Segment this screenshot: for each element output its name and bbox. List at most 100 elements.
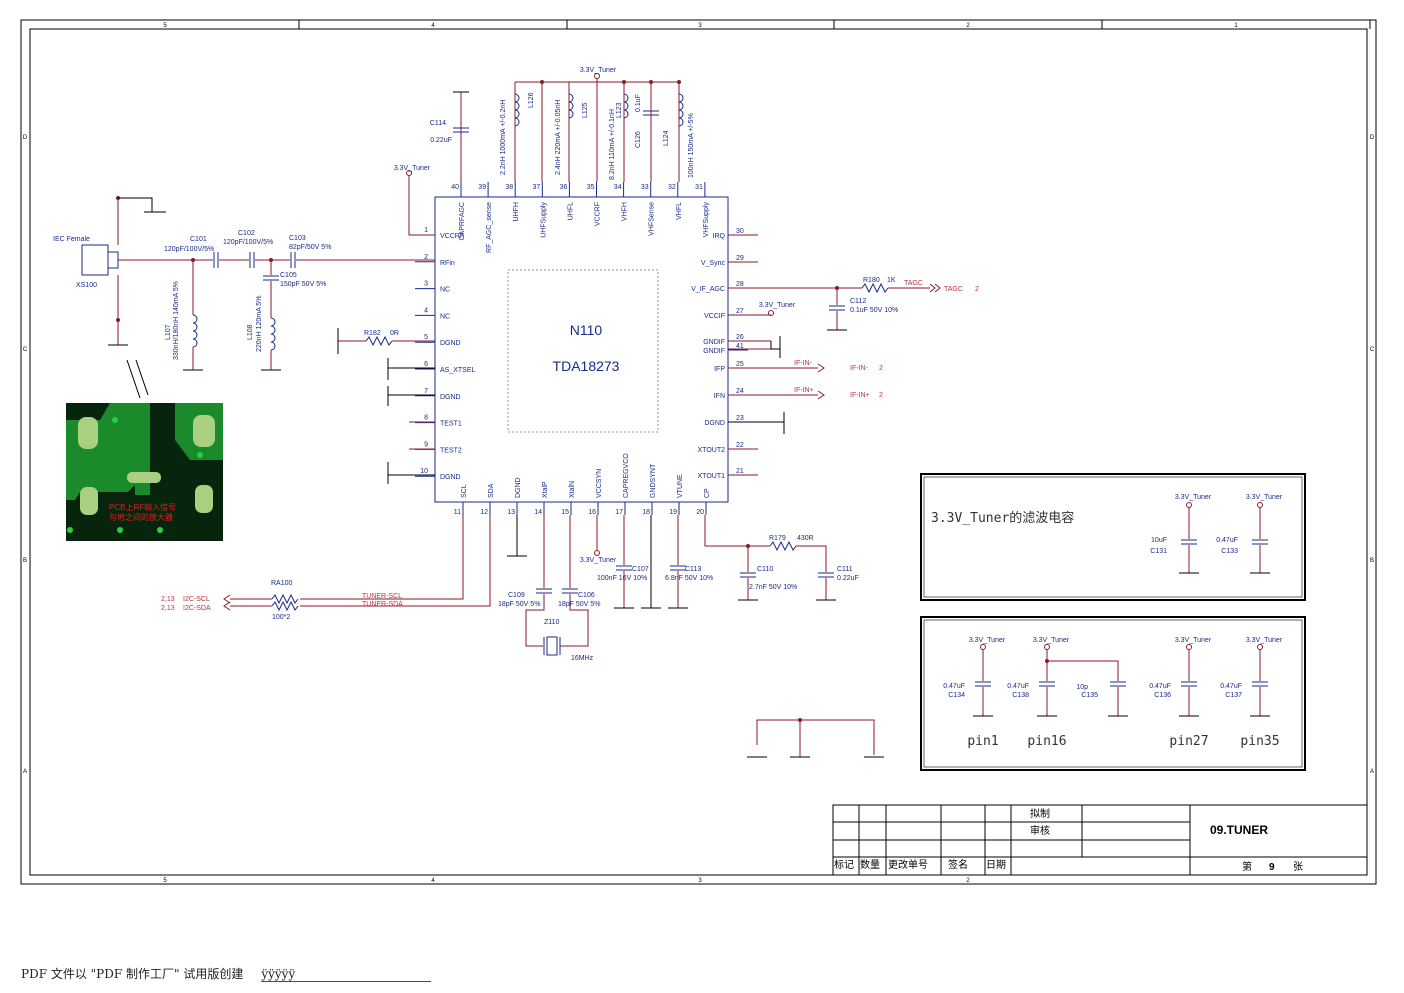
pin-name: VTUNE <box>677 474 684 498</box>
row-mark-right: B <box>1370 558 1374 564</box>
c126-val: 0.1uF <box>635 94 642 112</box>
pin-number: 33 <box>641 184 649 191</box>
pin-name: GNDIF <box>703 339 725 346</box>
pcb-photo: PCB上RF输入信号 与地之间的放大器 <box>66 403 223 541</box>
c101-val: 120pF/100V/5% <box>164 246 214 253</box>
pin-name: CP <box>704 488 711 498</box>
z110-val: 16MHz <box>571 655 594 662</box>
pin-name: XTOUT1 <box>698 473 726 480</box>
pcb-note-1: PCB上RF输入信号 <box>109 502 176 512</box>
r180-val: 1K <box>887 277 896 284</box>
footer-text: PDF 文件以 "PDF 制作工厂" 试用版创建 <box>21 967 244 981</box>
inner-frame <box>29 28 1368 876</box>
pin-number: 9 <box>424 441 428 448</box>
pin-number: 7 <box>424 388 428 395</box>
box2-rail: 3.3V_Tuner <box>969 637 1006 644</box>
pin-name: V_Sync <box>701 260 726 267</box>
pin-number: 35 <box>587 184 595 191</box>
right-side-nets <box>728 234 941 476</box>
box2-pin-label: pin1 <box>967 734 998 749</box>
drafted-label: 拟制 <box>1030 807 1050 820</box>
box1-cap-val: 0.47uF <box>1216 537 1238 544</box>
pin-number: 6 <box>424 361 428 368</box>
pin-name: VHFH <box>622 202 629 221</box>
ifin-p-net: IF-IN+ <box>794 387 814 394</box>
pin-name: VHFL <box>676 202 683 220</box>
box2-pin-label: pin35 <box>1240 734 1279 749</box>
ra100-val: 100*2 <box>272 614 290 621</box>
l125-val: 2.4nH 220mA +/-0.05nH <box>555 100 562 175</box>
r179-val: 430R <box>797 535 814 542</box>
pin-name: UHFH <box>513 202 520 221</box>
pin-name: CAPREGVCO <box>623 453 630 498</box>
pin-name: VCCRF <box>595 202 602 226</box>
pin-number: 36 <box>560 184 568 191</box>
pin-number: 30 <box>736 228 744 235</box>
r179-ref: R179 <box>769 535 786 542</box>
c113-val: 6.8nF 50V 10% <box>665 575 713 582</box>
pin-name: VCCSYN <box>596 469 603 498</box>
col-mark-bottom: 4 <box>431 878 435 884</box>
sheet-suffix: 张 <box>1293 861 1303 873</box>
pcb-note-2: 与地之间的放大器 <box>109 512 173 522</box>
pin-name: DGND <box>515 477 522 498</box>
pin-number: 39 <box>478 184 486 191</box>
pin-number: 2 <box>424 254 428 261</box>
title-block: 拟制 审核 09.TUNER 标记 数量 更改单号 签名 日期 第 9 张 <box>832 804 1368 876</box>
i2c-sda-sheet: 2,13 <box>161 605 175 612</box>
pin-number: 1 <box>424 227 428 234</box>
col-mark-top: 1 <box>1234 23 1238 29</box>
pin-number: 12 <box>480 509 488 516</box>
pin-name: DGND <box>440 394 461 401</box>
pin-number: 15 <box>561 509 569 516</box>
c114-val: 0.22uF <box>430 137 452 144</box>
row-mark-left: C <box>23 347 28 353</box>
c114-ref: C114 <box>430 120 446 127</box>
rail-label-pin16: 3.3V_Tuner <box>580 557 617 564</box>
c103-val: 82pF/50V 5% <box>289 244 331 251</box>
box2-cap-ref: C136 <box>1154 692 1171 699</box>
col-mark-top: 2 <box>966 23 970 29</box>
pin-number: 20 <box>696 509 704 516</box>
pin-number: 11 <box>454 509 461 516</box>
pin-number: 19 <box>669 509 677 516</box>
pin-name: SDA <box>488 483 495 498</box>
l124-val: 100nH 150mA +/-5% <box>688 113 695 178</box>
col-mark-bottom: 3 <box>698 878 702 884</box>
c106-ref: C106 <box>578 592 595 599</box>
ifin-m-net: IF-IN- <box>794 360 813 367</box>
box2-cap-ref: C134 <box>948 692 965 699</box>
r182-ref: R182 <box>364 330 381 337</box>
row-mark-right: D <box>1370 135 1375 141</box>
pin-number: 31 <box>695 184 703 191</box>
l125-ref: L125 <box>582 102 589 118</box>
header-change: 更改单号 <box>888 858 928 871</box>
c101-ref: C101 <box>190 236 207 243</box>
sheet-title: 09.TUNER <box>1210 823 1268 837</box>
c103-ref: C103 <box>289 235 306 242</box>
c111-ref: C111 <box>837 566 853 573</box>
pin-number: 17 <box>615 509 623 516</box>
pin-number: 40 <box>451 184 459 191</box>
pin-number: 41 <box>736 343 744 350</box>
row-mark-right: A <box>1370 769 1374 775</box>
footer-link[interactable]: ÿÿÿÿÿ <box>261 967 432 982</box>
c109-val: 18pF 50V 5% <box>498 601 540 608</box>
l126-val: 2.2nH 1000mA +/-0.2nH <box>500 100 507 175</box>
pin-number: 25 <box>736 361 744 368</box>
col-mark-top: 4 <box>431 23 435 29</box>
l123-val: 8.2nH 110mA +/-0.1nH <box>609 109 616 180</box>
box1-cap-val: 10uF <box>1151 537 1167 544</box>
header-sign: 签名 <box>948 858 968 871</box>
header-mark: 标记 <box>834 859 854 871</box>
box1-rail: 3.3V_Tuner <box>1175 494 1212 501</box>
pin-name: TEST1 <box>440 421 462 428</box>
c110-val: 2.7nF 50V 10% <box>749 584 797 591</box>
c110-ref: C110 <box>757 566 773 573</box>
rf-input-network <box>81 196 435 399</box>
i2c-sda-port: I2C-SDA <box>183 605 211 612</box>
box2-cap-ref: C138 <box>1012 692 1029 699</box>
i2c-scl-sheet: 2,13 <box>161 596 175 603</box>
pin-name: UHFSupply <box>540 202 547 238</box>
pin-name: IFN <box>714 393 725 400</box>
